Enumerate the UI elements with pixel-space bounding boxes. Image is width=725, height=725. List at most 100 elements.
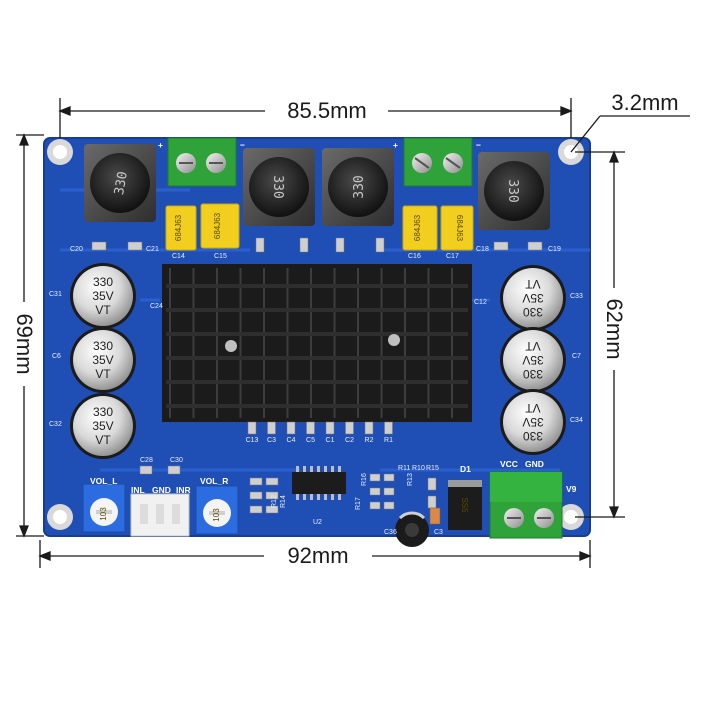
silk-c7: C7 xyxy=(572,353,581,360)
film-cap-c14: 684J63 xyxy=(165,205,197,251)
smd-c1 xyxy=(325,421,335,435)
pot-right-label: 103 xyxy=(212,508,221,522)
silk-r2: R2 xyxy=(365,437,374,444)
film-cap-c17: 684J63 xyxy=(440,205,474,251)
silk-vol-r: VOL_R xyxy=(200,476,228,486)
elec-cap-c33-text-1: 330 xyxy=(523,305,543,319)
silk-c4: C4 xyxy=(287,437,296,444)
elec-cap-c32-text-1: 330 xyxy=(93,405,113,419)
dim-width-bottom: 92mm xyxy=(287,543,348,568)
inductor-1: 330 xyxy=(84,144,156,222)
silk-inr: INR xyxy=(176,485,191,495)
smd-c3 xyxy=(429,507,441,525)
terminal-left-minus: − xyxy=(240,140,245,150)
silk-c19: C19 xyxy=(548,246,561,253)
elec-cap-c34-text-2: 35V xyxy=(522,415,543,429)
silk-inl: INL xyxy=(131,485,145,495)
inductor-2-label: 330 xyxy=(270,175,285,198)
film-cap-c15: 684J63 xyxy=(200,203,240,249)
inductor-4-label: 330 xyxy=(505,179,520,202)
silk-u2: U2 xyxy=(313,519,322,526)
silk-c6: C6 xyxy=(52,353,61,360)
input-connector xyxy=(130,493,190,537)
smd-r2 xyxy=(364,421,374,435)
heatsink xyxy=(162,264,472,422)
silk-c12: C12 xyxy=(474,299,487,306)
elec-cap-c32-text-3: VT xyxy=(95,433,111,447)
elec-cap-c31-text-2: 35V xyxy=(92,289,113,303)
volume-pot-left: 103 xyxy=(82,483,126,533)
power-terminal xyxy=(489,471,563,539)
elec-cap-c31-text-1: 330 xyxy=(93,275,113,289)
silk-c33: C33 xyxy=(570,293,583,300)
terminal-left-plus: + xyxy=(158,140,163,150)
silk-c28: C28 xyxy=(140,457,153,464)
silk-c18: C18 xyxy=(476,246,489,253)
silk-r17: R17 xyxy=(355,497,362,510)
film-cap-c17-label: 684J63 xyxy=(455,215,464,242)
silk-r13: R13 xyxy=(407,473,414,486)
mounting-hole-bl xyxy=(47,504,73,530)
inductor-3-label: 330 xyxy=(352,175,367,198)
silk-r14: R14 xyxy=(280,495,287,508)
smd-c13 xyxy=(247,421,257,435)
smd-parts-top xyxy=(91,237,543,253)
dimension-lines xyxy=(16,98,690,568)
silk-c31: C31 xyxy=(49,291,62,298)
speaker-terminal-left xyxy=(167,137,237,187)
silk-vcc: VCC xyxy=(500,459,518,469)
film-cap-c16-label: 684J63 xyxy=(413,214,422,241)
film-cap-c16: 684J63 xyxy=(402,205,438,251)
silk-c5: C5 xyxy=(306,437,315,444)
inductor-2: 330 xyxy=(243,148,315,226)
silk-r10: R10 xyxy=(412,465,425,472)
mounting-hole-br xyxy=(558,504,584,530)
silk-v9: V9 xyxy=(566,484,577,494)
silk-c34: C34 xyxy=(570,417,583,424)
diode-d1: SS5 xyxy=(448,480,482,530)
elec-cap-c34-text-1: 330 xyxy=(523,429,543,443)
smd-resistors-left xyxy=(249,477,279,514)
silk-gnd: GND xyxy=(152,485,171,495)
chip-u2 xyxy=(292,466,346,500)
elec-cap-c7-text-1: 330 xyxy=(523,367,543,381)
silk-c3: C3 xyxy=(267,437,276,444)
silk-c21: C21 xyxy=(146,246,159,253)
film-cap-c15-label: 684J63 xyxy=(213,212,222,239)
speaker-terminal-right xyxy=(403,137,473,187)
silk-c32: C32 xyxy=(49,421,62,428)
inductor-4: 330 xyxy=(478,152,550,230)
elec-cap-c32-text-2: 35V xyxy=(92,419,113,433)
elec-cap-c31-text-3: VT xyxy=(95,303,111,317)
inductor-1-label: 330 xyxy=(112,170,131,196)
elec-cap-c34-text-3: VT xyxy=(525,401,541,415)
elec-cap-c7-text-2: 35V xyxy=(522,353,543,367)
elec-cap-c7-text-3: VT xyxy=(525,339,541,353)
silk-r16: R16 xyxy=(361,473,368,486)
silk-r12: R12 xyxy=(271,495,278,508)
elec-cap-c33-text-3: VT xyxy=(525,277,541,291)
elec-cap-c6-text-2: 35V xyxy=(92,353,113,367)
silk-c36: C36 xyxy=(384,529,397,536)
silk-c20: C20 xyxy=(70,246,83,253)
elec-cap-c6-text-1: 330 xyxy=(93,339,113,353)
dim-hole: 3.2mm xyxy=(611,90,678,115)
silk-c2: C2 xyxy=(345,437,354,444)
cap-c36 xyxy=(395,511,429,547)
silk-c3: C3 xyxy=(434,529,443,536)
silk-c14: C14 xyxy=(172,253,185,260)
dim-width-top: 85.5mm xyxy=(287,98,366,123)
silk-c17: C17 xyxy=(446,253,459,260)
silk-r15: R15 xyxy=(426,465,439,472)
dim-height-right: 62mm xyxy=(602,298,627,359)
smd-c2 xyxy=(345,421,354,435)
silk-r11: R11 xyxy=(398,465,410,472)
silk-vol-l: VOL_L xyxy=(90,476,117,486)
silk-c13: C13 xyxy=(246,437,259,444)
silk-c30: C30 xyxy=(170,457,183,464)
